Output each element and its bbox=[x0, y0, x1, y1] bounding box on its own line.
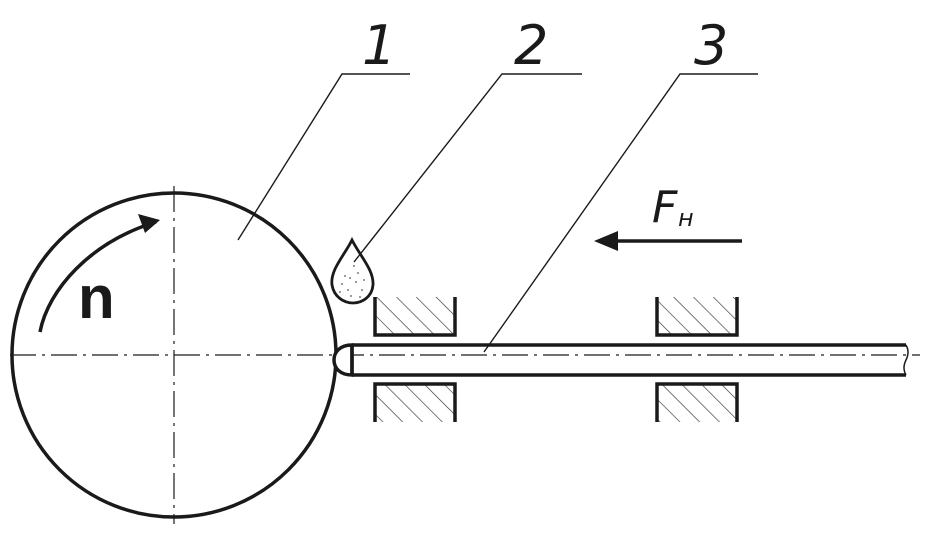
part-label-1: 1 bbox=[362, 14, 396, 77]
force-label-subscript: н bbox=[678, 204, 694, 232]
leader-line-3 bbox=[483, 73, 758, 353]
rotation-arrow-head bbox=[138, 214, 160, 233]
guide-bushing-left-bottom bbox=[373, 382, 457, 422]
part-label-2: 2 bbox=[514, 14, 548, 77]
rotation-arrow bbox=[38, 220, 157, 333]
drop-stipple bbox=[339, 265, 365, 298]
rod-body bbox=[352, 343, 906, 377]
rod-tip bbox=[332, 343, 354, 377]
rod-break-line bbox=[903, 344, 909, 376]
guide-bushing-right-top bbox=[655, 297, 739, 337]
guide-bushing-right-bottom bbox=[655, 382, 739, 422]
guide-bushing-left-top bbox=[373, 297, 457, 337]
force-label: F bbox=[652, 182, 678, 233]
leader-line-1 bbox=[237, 73, 410, 241]
part-label-3: 3 bbox=[694, 14, 728, 77]
rotation-label: n bbox=[78, 264, 115, 331]
drop-shape bbox=[330, 236, 375, 305]
leader-line-2 bbox=[353, 73, 582, 263]
force-arrow-head bbox=[594, 231, 618, 251]
